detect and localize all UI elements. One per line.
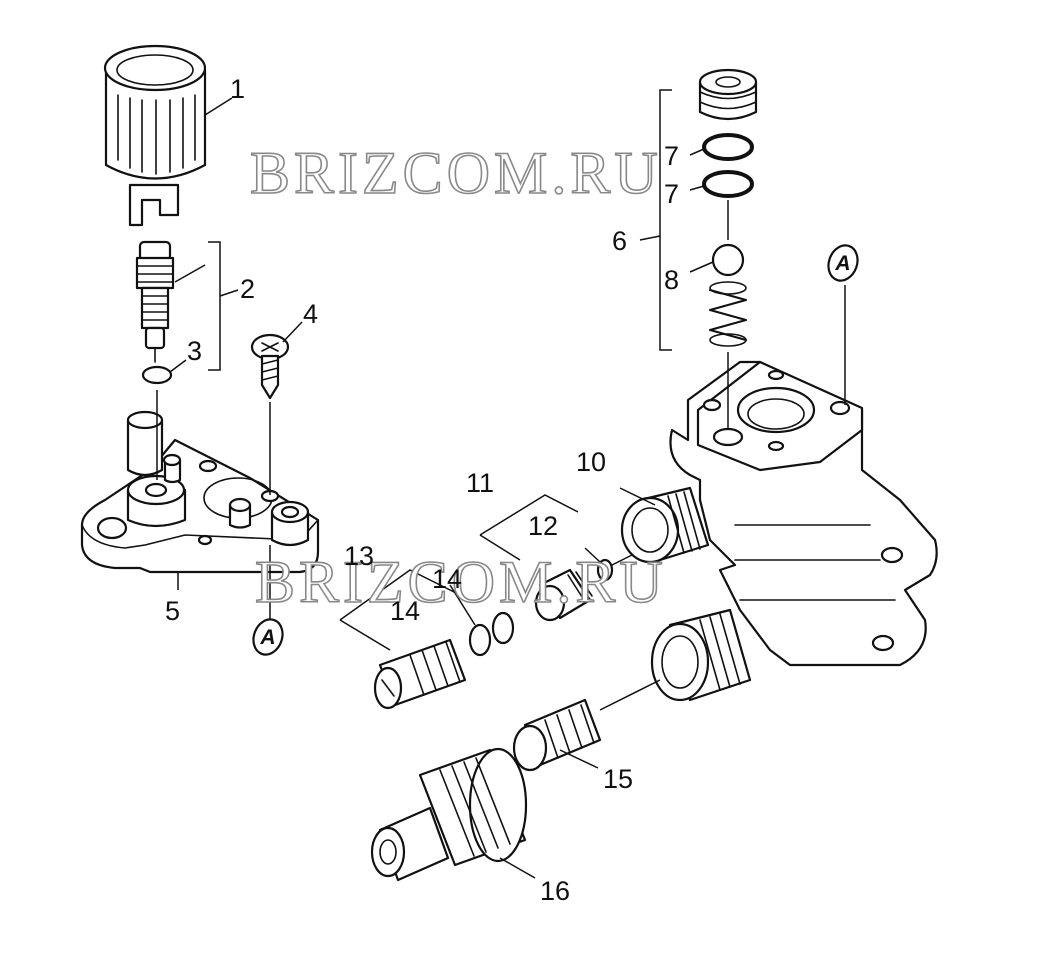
callout-5: 5 bbox=[165, 596, 180, 626]
callout-10: 10 bbox=[576, 447, 606, 477]
part-5-bracket bbox=[80, 410, 320, 574]
callout-2: 2 bbox=[240, 274, 255, 304]
callout-1: 1 bbox=[230, 74, 245, 104]
part-11-plug bbox=[534, 568, 593, 622]
part-12-o-ring bbox=[596, 558, 614, 582]
callout-7-upper: 7 bbox=[664, 141, 679, 171]
callout-6: 6 bbox=[612, 226, 627, 256]
part-13-nozzle-insert bbox=[373, 638, 467, 710]
lower-fitting bbox=[650, 608, 752, 702]
callout-11: 11 bbox=[466, 468, 494, 498]
assembly-axis-lines bbox=[156, 200, 846, 711]
reference-mark-label: A bbox=[259, 626, 275, 649]
part-3-o-ring bbox=[141, 365, 173, 385]
callout-16: 16 bbox=[540, 876, 570, 906]
part-7-o-ring-lower bbox=[702, 170, 754, 198]
part-10-fitting bbox=[620, 486, 710, 564]
reference-mark-a-left: A bbox=[252, 618, 284, 656]
part-6-valve-set bbox=[698, 68, 758, 347]
part-16-coupling bbox=[370, 747, 528, 882]
callout-12: 12 bbox=[528, 511, 558, 541]
group-brackets bbox=[208, 89, 672, 651]
callout-13: 13 bbox=[344, 541, 374, 571]
callout-3: 3 bbox=[187, 336, 202, 366]
callout-4: 4 bbox=[303, 299, 318, 329]
callout-8: 8 bbox=[664, 265, 679, 295]
watermark-top: BRIZCOM.RU bbox=[250, 140, 662, 206]
reference-mark-a-top: A bbox=[827, 244, 859, 282]
callout-14-lower: 14 bbox=[390, 596, 420, 626]
pump-head bbox=[669, 360, 938, 667]
part-15-filter bbox=[512, 698, 602, 772]
callout-numbers: 1 2 3 4 5 6 7 7 8 10 11 12 13 14 14 15 1… bbox=[165, 74, 679, 906]
part-4-screw bbox=[250, 333, 290, 400]
callout-15: 15 bbox=[603, 764, 633, 794]
leader-lines bbox=[169, 97, 714, 879]
part-14-o-ring-b bbox=[491, 611, 515, 645]
part-8-ball bbox=[711, 243, 745, 277]
part-2-valve-pin bbox=[135, 240, 175, 363]
part-14-o-ring-a bbox=[468, 623, 492, 657]
part-7-o-ring-upper bbox=[702, 133, 754, 161]
reference-mark-label: A bbox=[834, 252, 850, 275]
part-1-knob bbox=[103, 44, 207, 227]
callout-14-upper: 14 bbox=[432, 564, 462, 594]
callout-7-lower: 7 bbox=[664, 179, 679, 209]
watermark-middle: BRIZCOM.RU bbox=[255, 549, 667, 615]
